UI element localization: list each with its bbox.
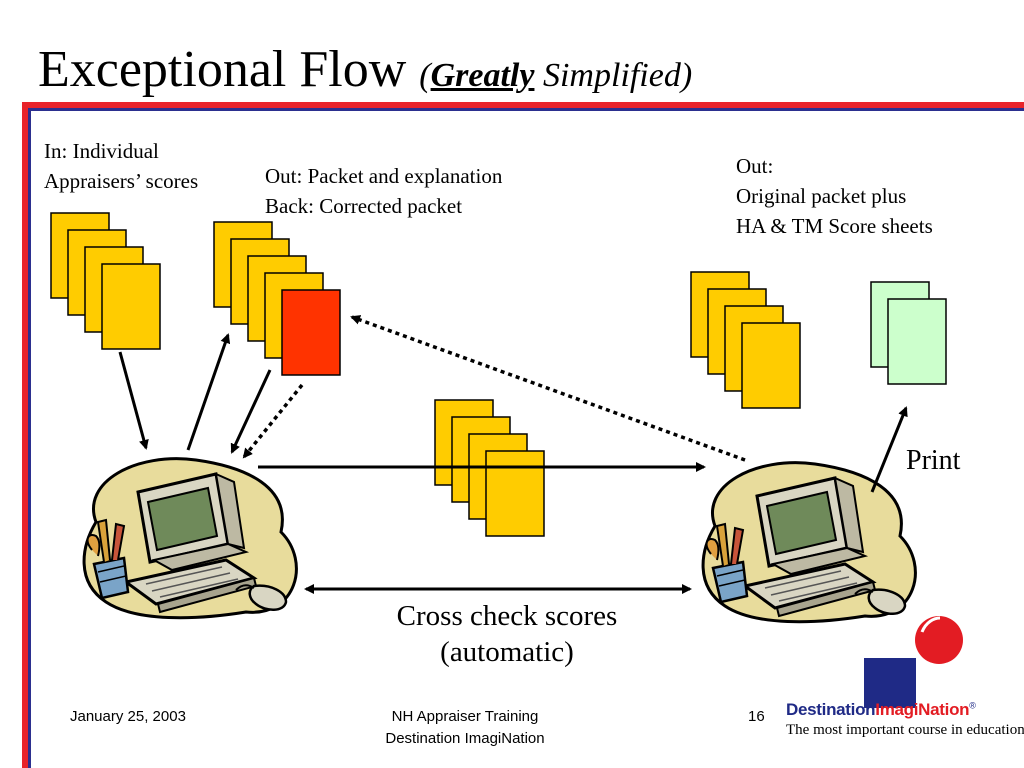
slide-title: Exceptional Flow (Greatly Simplified) <box>38 38 692 108</box>
title-emphasis: Greatly <box>430 57 535 94</box>
header-rule-red <box>22 102 1024 108</box>
page-number: 16 <box>748 708 765 725</box>
transfer-stack <box>434 399 545 537</box>
left-rule-blue <box>28 111 31 768</box>
title-subtitle: (Greatly Simplified) <box>419 57 693 94</box>
packet-label: Out: Packet and explanation Back: Correc… <box>265 164 503 218</box>
brand-tagline: The most important course in education. <box>786 722 1024 738</box>
corrected-sheet <box>281 289 341 376</box>
cross-check-label: Cross check scores (automatic) <box>396 600 618 668</box>
logo-mark <box>864 616 963 708</box>
left-computer <box>82 457 298 620</box>
output-stack <box>690 271 801 409</box>
left-rule-red <box>22 102 28 768</box>
output-label: Out: Original packet plus HA & TM Score … <box>736 154 933 238</box>
title-main: Exceptional Flow <box>38 41 407 98</box>
arrow-print <box>870 406 908 493</box>
footer-center: NH Appraiser Training Destination ImagiN… <box>385 708 545 747</box>
arrow-packet-back <box>230 369 272 454</box>
brand-name: DestinationImagiNation® <box>786 700 976 719</box>
arrow-input-to-computer <box>118 351 149 450</box>
arrows <box>118 315 908 594</box>
input-stack <box>50 212 161 350</box>
brand-logo: DestinationImagiNation® The most importa… <box>786 700 1024 739</box>
print-label: Print <box>906 445 961 476</box>
packet-stack <box>213 221 341 376</box>
score-sheets <box>870 281 947 385</box>
right-computer <box>701 461 917 624</box>
footer-date: January 25, 2003 <box>70 708 186 725</box>
arrow-exception-dotted <box>350 315 746 462</box>
arrow-corrected-dotted <box>242 383 304 459</box>
input-label: In: Individual Appraisers’ scores <box>44 139 199 193</box>
header-rule-blue <box>22 108 1024 111</box>
arrow-computer-to-packet <box>186 333 231 451</box>
